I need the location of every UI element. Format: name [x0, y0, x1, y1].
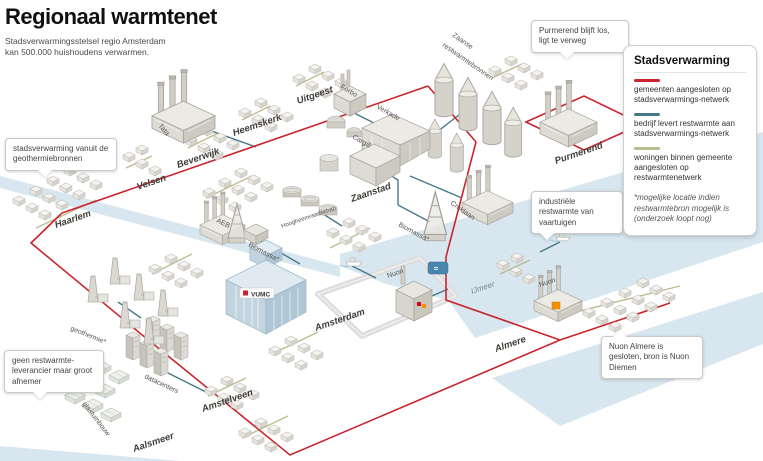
ring-road-a10 — [315, 255, 459, 339]
olive-line-segment — [187, 133, 217, 149]
teal-line-segment — [409, 175, 463, 199]
legend-title: Stadsverwarming — [634, 55, 746, 73]
page-subtitle: Stadsverwarmingsstelsel regio Amsterdam … — [5, 36, 305, 59]
facility-label-vumc: VUMC — [251, 292, 270, 299]
dome-tanks-cargill — [319, 115, 362, 172]
red-line-segment — [29, 212, 142, 335]
red-line-cities-nw — [61, 85, 429, 214]
legend-item-label: bedrijf levert restwarmte aan stadsverwa… — [634, 118, 735, 139]
legend-item-bedrijf: bedrijf levert restwarmte aan stadsverwa… — [634, 112, 746, 140]
olive-line-segment — [241, 105, 271, 121]
plant-purmerend — [539, 79, 598, 148]
page-title: Regionaal warmtenet — [5, 4, 217, 29]
building-vumc: VUMC — [225, 239, 307, 335]
city-label-almere: Almere — [492, 334, 528, 355]
plant-nuon-almere — [533, 265, 583, 323]
city-label-velsen: Velsen — [135, 173, 167, 193]
biomassa-tower-zaanstad — [423, 191, 448, 242]
teal-line-segment — [117, 301, 142, 319]
house-cluster-velsen — [123, 144, 161, 176]
callout-nuon-almere: Nuon Almere is gesloten, bron is Nuon Di… — [601, 329, 703, 380]
callout-purmerend: Purmerend blijft los, ligt te verweg — [531, 20, 629, 59]
city-label-purmerend: Purmerend — [553, 140, 604, 167]
callout-afnemer: geen restwarmte-leverancier maar groot a… — [4, 350, 104, 400]
subtitle-line1: Stadsverwarmingsstelsel regio Amsterdam — [5, 36, 166, 46]
vumc-cross-icon — [243, 290, 248, 296]
plant-nuon-diemen — [395, 265, 433, 322]
teal-line-segment — [351, 265, 377, 279]
legend-note: *mogelijke locatie indien restwarmtebron… — [634, 192, 730, 224]
red-line-segment — [445, 141, 477, 258]
olive-line-segment — [491, 63, 523, 79]
legend-item-woningen: woningen binnen gemeente aangesloten op … — [634, 146, 746, 184]
plant-cargill — [349, 143, 401, 187]
canal-badge-icon: ≈ — [427, 261, 449, 275]
legend-item-label: gemeenten aangesloten op stadsverwarming… — [634, 85, 731, 105]
legend-item-gemeenten: gemeenten aangesloten op stadsverwarming… — [634, 79, 746, 106]
tank-group-hoogheemraadschap — [282, 186, 338, 216]
legend-swatch-olive — [634, 146, 660, 150]
city-label-aalsmeer: Aalsmeer — [130, 430, 176, 455]
header: Regionaal warmtenet Stadsverwarmingsstel… — [5, 4, 305, 59]
svg-text:≈: ≈ — [434, 264, 439, 273]
legend: Stadsverwarming gemeenten aangesloten op… — [623, 45, 757, 237]
olive-line-segment — [499, 259, 531, 275]
house-cluster-purmerend-north — [489, 56, 543, 90]
callout-geothermie: stadsverwarming vanuit de geothermiebron… — [5, 138, 117, 177]
red-line-south — [140, 302, 671, 456]
legend-swatch-teal — [634, 112, 660, 116]
callout-vaartuigen: industriële restwarmte van vaartuigen — [531, 191, 623, 241]
water-bottom-left — [0, 446, 180, 461]
teal-line-segment — [165, 371, 207, 393]
subtitle-line2: kan 500.000 huishoudens verwarmen. — [5, 47, 150, 58]
house-cluster-spaarndam — [149, 254, 203, 288]
legend-swatch-red — [634, 79, 660, 82]
biomassa-plant-amsterdam — [227, 203, 269, 245]
facility-label-geothermie: geothermie* — [69, 325, 107, 346]
teal-line-segment — [397, 204, 431, 223]
plant-forbo — [333, 69, 367, 117]
city-label-zaanstad: Zaanstad — [348, 181, 392, 205]
olive-line-segment — [295, 71, 325, 87]
house-cluster-amsterdam-south — [269, 336, 323, 370]
legend-item-label: woningen binnen gemeente aangesloten op … — [634, 152, 733, 183]
teal-line-segment — [539, 241, 561, 253]
city-label-haarlem: Haarlem — [53, 208, 93, 231]
